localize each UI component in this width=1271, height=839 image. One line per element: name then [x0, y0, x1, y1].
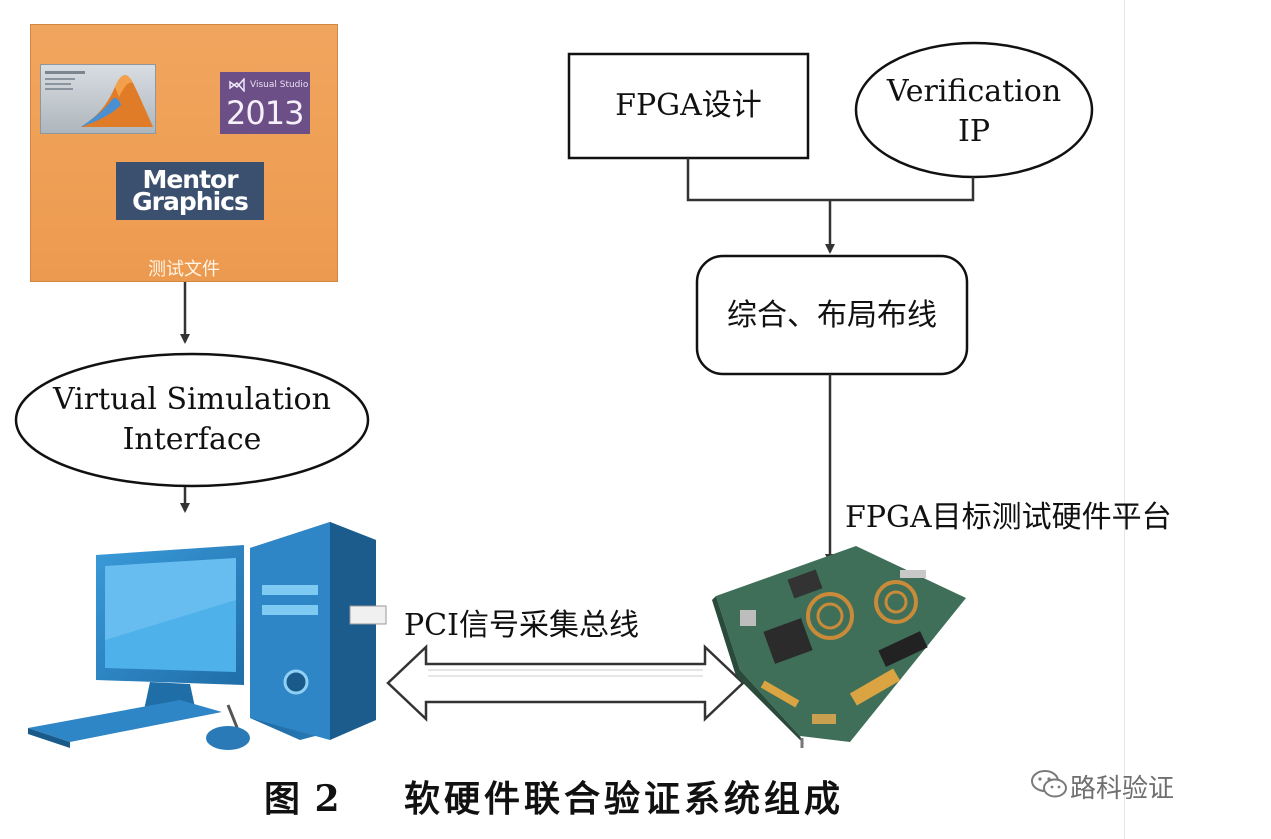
pci-bus-label: PCI信号采集总线: [404, 608, 639, 643]
watermark-text: 路科验证: [1070, 774, 1175, 804]
vsi-ellipse: [14, 352, 370, 488]
mentor-logo-line1: Mentor: [142, 165, 238, 194]
verification-ip-line2: IP: [957, 114, 991, 149]
fpga-board-illustration: [712, 546, 966, 748]
right-margin-divider: [1124, 0, 1125, 839]
wechat-icon: [1031, 770, 1067, 798]
visual-studio-logo: Visual Studio 2013: [220, 72, 310, 134]
synthesis-label: 综合、布局布线: [727, 298, 937, 333]
fpga-design-label: FPGA设计: [615, 88, 762, 123]
verification-ip-line1: Verification: [886, 74, 1062, 109]
matlab-logo: [40, 64, 156, 134]
vsi-label: Virtual Simulation Interface: [16, 380, 368, 460]
target-platform-label: FPGA目标测试硬件平台: [845, 500, 1172, 535]
synthesis-box: [695, 254, 969, 376]
pci-bus-arrow: [386, 644, 745, 722]
computer-illustration: [28, 522, 387, 750]
vsi-label-line2: Interface: [122, 422, 262, 457]
verification-ip-label: Verification IP: [858, 72, 1090, 152]
vsi-label-line1: Virtual Simulation: [53, 382, 331, 417]
figure-title: 软硬件联合验证系统组成: [404, 778, 845, 820]
mentor-logo-line2: Graphics: [132, 187, 249, 216]
visual-studio-icon: [229, 78, 245, 92]
fpga-design-box: [567, 52, 810, 160]
figure-number: 图 2: [264, 778, 341, 820]
pci-arrow-shading: [428, 669, 703, 677]
visual-studio-label: Visual Studio: [250, 80, 309, 90]
visual-studio-year: 2013: [226, 94, 304, 132]
test-file-caption: 测试文件: [148, 259, 220, 280]
mentor-graphics-logo: Mentor Graphics: [116, 162, 264, 220]
